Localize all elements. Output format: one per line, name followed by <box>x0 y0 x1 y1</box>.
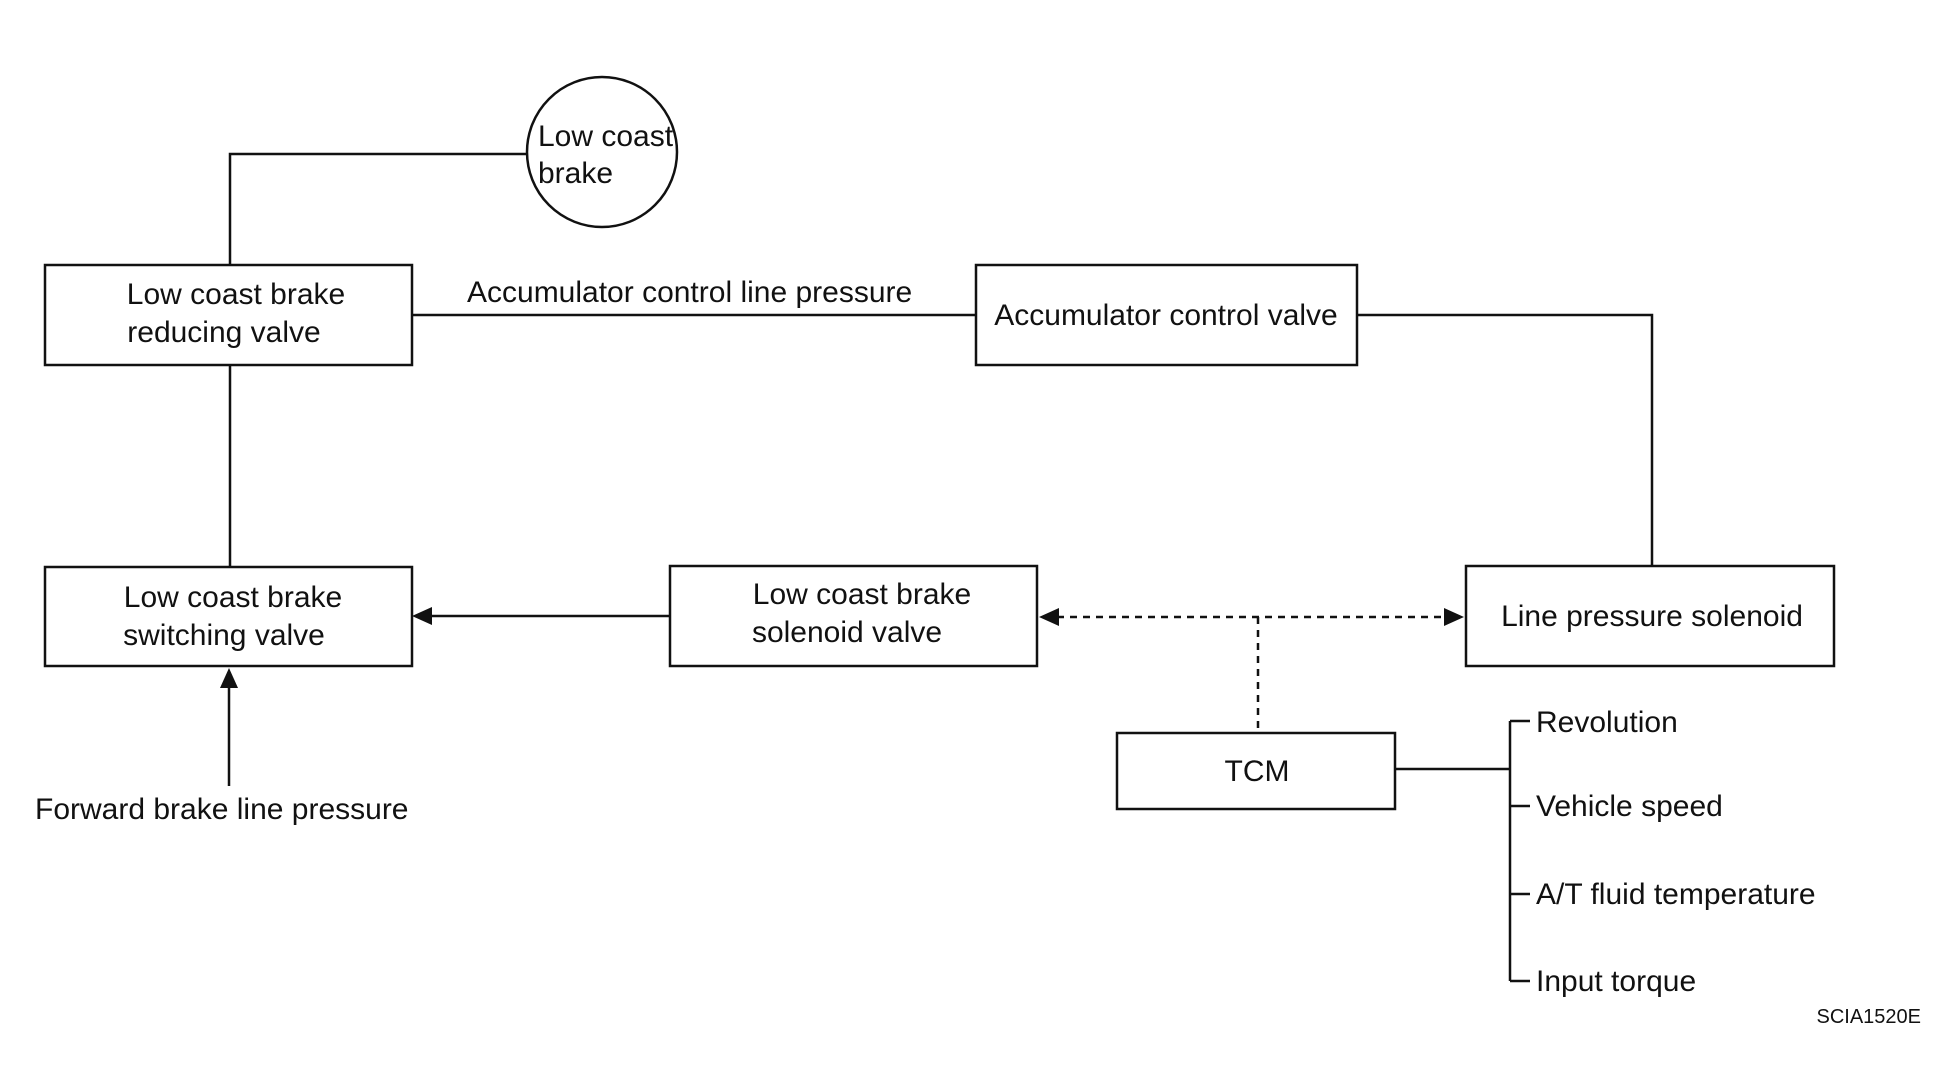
solenoid-valve-line1: Low coast brake <box>753 578 971 611</box>
arrowhead-dashed-to-line-pressure-solenoid <box>1444 608 1464 626</box>
tcm-node: TCM <box>1115 731 1397 811</box>
solenoid-valve-node: Low coast brake solenoid valve <box>668 564 1039 668</box>
switching-valve-line1: Low coast brake <box>124 581 342 614</box>
line-reducing-valve-to-brake <box>228 152 526 265</box>
accumulator-control-valve-label: Accumulator control valve <box>994 299 1337 332</box>
low-coast-brake-line2: brake <box>538 157 613 190</box>
accumulator-control-valve-node: Accumulator control valve <box>974 263 1359 367</box>
line-pressure-solenoid-node: Line pressure solenoid <box>1464 564 1836 668</box>
line-pressure-solenoid-label: Line pressure solenoid <box>1501 600 1803 633</box>
forward-brake-line-pressure-label: Forward brake line pressure <box>35 793 409 826</box>
arrowhead-dashed-to-solenoid-valve <box>1039 608 1059 626</box>
tcm-input-fluid-temperature: A/T fluid temperature <box>1536 878 1816 911</box>
accumulator-control-line-pressure-label: Accumulator control line pressure <box>467 276 912 309</box>
arrowhead-into-switching-valve <box>412 607 432 625</box>
reducing-valve-line2: reducing valve <box>127 316 320 349</box>
reducing-valve-node: Low coast brake reducing valve <box>43 263 414 367</box>
tcm-input-input-torque: Input torque <box>1536 965 1696 998</box>
low-coast-brake-line1: Low coast <box>538 120 674 153</box>
switching-valve-node: Low coast brake switching valve <box>43 565 414 668</box>
solenoid-valve-line2: solenoid valve <box>752 616 942 649</box>
figure-code: SCIA1520E <box>1816 1006 1921 1028</box>
tcm-input-vehicle-speed: Vehicle speed <box>1536 790 1723 823</box>
reducing-valve-line1: Low coast brake <box>127 278 345 311</box>
tcm-input-revolution: Revolution <box>1536 706 1678 739</box>
tcm-label: TCM <box>1225 755 1290 788</box>
line-accumulator-valve-to-line-pressure-solenoid <box>1357 313 1654 566</box>
low-coast-brake-node: Low coast brake <box>525 75 679 229</box>
switching-valve-line2: switching valve <box>123 619 325 652</box>
arrowhead-into-switching-valve-bottom <box>220 668 238 688</box>
